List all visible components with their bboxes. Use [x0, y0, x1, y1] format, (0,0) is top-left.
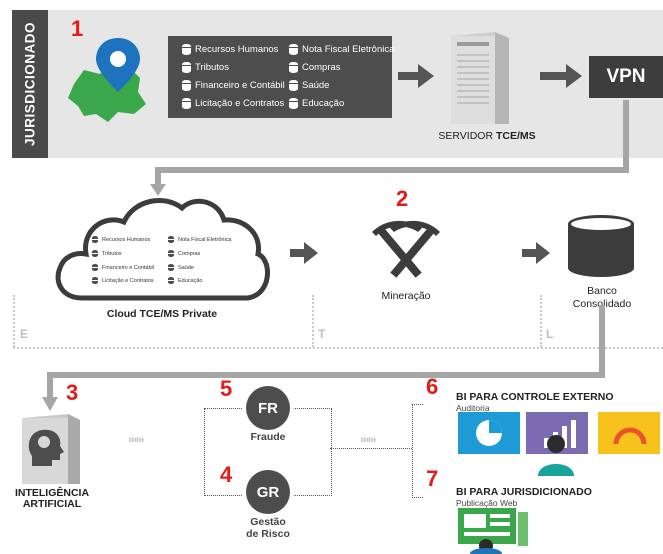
vpn-box: VPN [589, 56, 663, 98]
bi-external-subtitle: Auditoria [456, 403, 490, 413]
arrow-right-icon [522, 242, 550, 264]
etl-letter-t: T [318, 327, 326, 341]
cloud-module-item: Recursos Humanos [92, 236, 150, 243]
pickaxe-icon [372, 220, 440, 278]
mining-label: Mineração [381, 290, 431, 302]
database-icon [289, 98, 298, 109]
cloud-modules: Recursos Humanos Tributos Financeiro e C… [92, 236, 252, 292]
database-icon [182, 98, 191, 109]
etl-letter-l: L [546, 327, 554, 341]
step-2-number: 2 [396, 186, 409, 211]
cloud-module-item: Tributos [92, 250, 122, 257]
cloud-module-item: Financeiro e Contábil [92, 264, 154, 271]
database-icon [182, 62, 191, 73]
server-icon [451, 32, 509, 124]
database-icon [289, 62, 298, 73]
pie-chart-icon [458, 412, 520, 454]
cloud-icon [55, 198, 270, 301]
bi-bracket [412, 404, 423, 498]
cloud-label: Cloud TCE/MS Private [106, 308, 218, 320]
flow-chevrons: »»» [360, 434, 376, 446]
database-icon [182, 80, 191, 91]
brain-head-icon [28, 429, 64, 466]
cloud-module-item: Licitação e Contratos [92, 277, 154, 284]
bi-jurisdicionado-subtitle: Publicação Web [456, 498, 518, 508]
step-4-number: 4 [220, 462, 233, 487]
step-6-number: 6 [426, 374, 439, 399]
gauge-icon [598, 412, 660, 454]
module-item: Saúde [289, 80, 329, 91]
fraud-label: Fraude [250, 431, 286, 443]
cloud-module-item: Saúde [168, 264, 194, 271]
database-icon [289, 44, 298, 55]
step-3-number: 3 [66, 380, 79, 405]
vpn-to-cloud-connector [150, 100, 629, 196]
jurisdicionado-tab: JURISDICIONADO [12, 10, 48, 158]
arrow-right-icon [398, 64, 434, 88]
arrow-right-icon [290, 242, 318, 264]
database-cylinder-icon [568, 215, 634, 277]
risk-circle: GR [246, 470, 290, 514]
modules-box: Recursos Humanos Tributos Financeiro e C… [168, 36, 394, 118]
etl-baseline [13, 347, 663, 349]
module-item: Educação [289, 98, 344, 109]
etl-letter-e: E [20, 327, 29, 341]
etl-divider [13, 295, 15, 347]
database-icon [182, 44, 191, 55]
module-item: Compras [289, 62, 341, 73]
database-icon [289, 80, 298, 91]
module-item: Financeiro e Contábil [182, 80, 285, 91]
module-item: Tributos [182, 62, 229, 73]
monitor-icon [458, 508, 528, 554]
step-5-number: 5 [220, 376, 233, 401]
map-pin-icon [96, 38, 140, 92]
arrow-right-icon [540, 64, 582, 88]
flow-chevrons: »»» [128, 434, 144, 446]
bi-connector [330, 448, 412, 449]
cloud-module-item: Educação [168, 277, 202, 284]
bi-external-title: BI PARA CONTROLE EXTERNO [456, 391, 614, 403]
state-map-icon [68, 38, 146, 122]
cloud-module-item: Nota Fiscal Eletrônica [168, 236, 232, 243]
module-item: Recursos Humanos [182, 44, 278, 55]
step-7-number: 7 [426, 466, 439, 491]
bi-jurisdicionado-title: BI PARA JURISDICIONADO [456, 486, 592, 498]
cloud-module-item: Compras [168, 250, 200, 257]
etl-divider [312, 295, 314, 347]
server-label: SERVIDOR TCE/MS [438, 130, 536, 142]
user-icon [538, 435, 574, 476]
module-item: Licitação e Contratos [182, 98, 284, 109]
ai-box [22, 414, 80, 484]
etl-divider [540, 295, 542, 347]
jurisdicionado-label: JURISDICIONADO [22, 21, 38, 147]
bank-to-ai-connector [42, 305, 605, 411]
fraud-circle: FR [246, 386, 290, 430]
module-item: Nota Fiscal Eletrônica [289, 44, 394, 55]
step-1-number: 1 [71, 16, 84, 41]
